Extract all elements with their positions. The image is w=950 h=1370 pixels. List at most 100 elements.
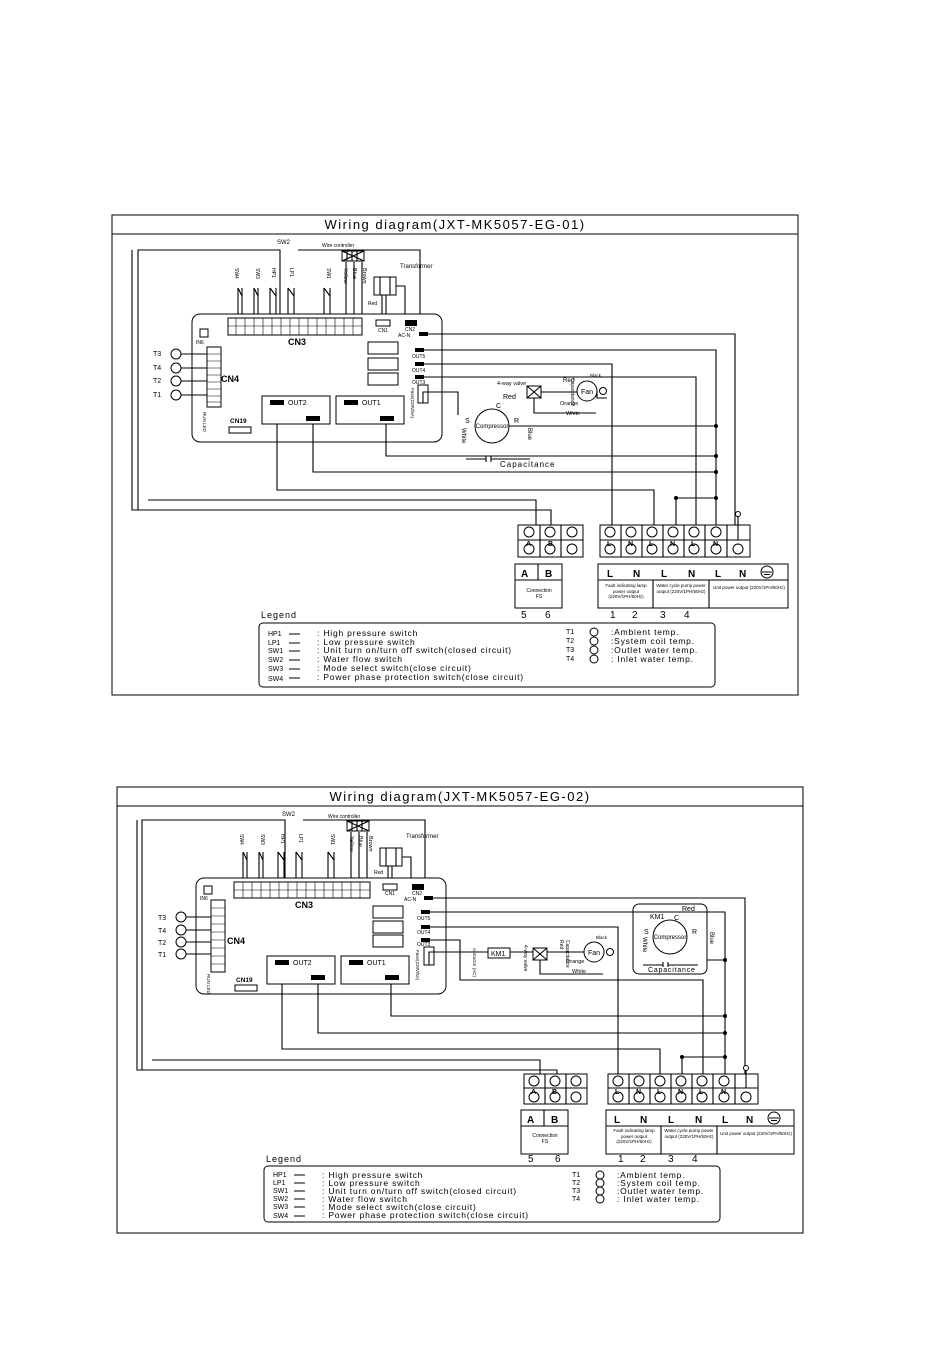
cn19-label: CN19 — [230, 418, 247, 425]
num-2: 2 — [632, 610, 638, 621]
legend-text-t3: :Outlet water temp. — [611, 645, 698, 655]
num-1-2: 1 — [618, 1154, 624, 1165]
fuse-label: Fuse(220V/5A) — [410, 388, 415, 419]
power-output-panel — [597, 563, 789, 609]
out5-label: OUT5 — [412, 354, 426, 360]
contactor-label: contactor (AC) — [472, 948, 477, 978]
sensor-t1-label: T1 — [153, 392, 161, 399]
diagram-01-title: Wiring diagram(JXT-MK5057-EG-01) — [324, 217, 585, 232]
legend-right-2: T1 :Ambient temp. T2 :System coil temp. … — [572, 1170, 704, 1204]
wiring-diagram-02: Wiring diagram(JXT-MK5057-EG-02) SW2 Wir… — [116, 786, 804, 1234]
legend-text-t2-2: :System coil temp. — [617, 1178, 701, 1188]
panel-b-label: B — [545, 569, 552, 580]
cn3-label-2: CN3 — [295, 900, 313, 910]
sensor-t3-label: T3 — [153, 351, 161, 358]
legend-code-sw2-2: SW2 — [273, 1196, 288, 1203]
unit-power-label-2: Unit power output (220V/1PH/50Hz) — [720, 1131, 792, 1136]
fan-orange-label: Orange — [560, 401, 578, 407]
compressor-s-label: S — [465, 418, 470, 425]
switch-group: SW4 SW3 HP1 LP1 SW1 — [233, 268, 331, 318]
legend-code-t3: T3 — [566, 647, 574, 654]
legend-text-sw1: : Unit turn on/turn off switch(closed ci… — [317, 645, 512, 655]
four-way-valve-label-2: 4-way valve — [522, 945, 528, 972]
power-term-1-2: L — [615, 1089, 620, 1096]
fan-orange-label-2: Orange — [566, 959, 584, 965]
cn4-label-2: CN4 — [227, 936, 245, 946]
num-6: 6 — [545, 610, 551, 621]
legend-text-t4: : Inlet water temp. — [611, 654, 694, 664]
legend-sensor-t4-icon-2 — [595, 1194, 605, 1204]
num-2-2: 2 — [640, 1154, 646, 1165]
legend-text-sw4: : Power phase protection switch(close ci… — [317, 672, 524, 682]
terminal-b-2: B — [552, 1089, 557, 1096]
legend-code-t4: T4 — [566, 656, 574, 663]
sensor-t2-label: T2 — [153, 378, 161, 385]
out2-label-2: OUT2 — [293, 960, 312, 967]
legend-text-sw2: : Water flow switch — [317, 654, 403, 664]
brown-wire-label: Brown — [361, 268, 367, 284]
out5-label-2: OUT5 — [417, 916, 431, 922]
unit-power-label: Unit power output (220V/1PH/50Hz) — [713, 585, 785, 590]
cn4-terminal-block-2 — [210, 899, 226, 973]
legend-title: Legend — [261, 610, 297, 620]
wire-controller-label-2: Wire controller — [328, 814, 361, 820]
power-term-6: N — [713, 541, 718, 548]
km1-label-box: KM1 — [650, 914, 665, 921]
panel-a-label-2: A — [527, 1115, 534, 1126]
legend-sensor-t1-icon-2 — [595, 1170, 605, 1180]
compressor-red-label-2: Red — [682, 906, 695, 913]
panel-n1-2: N — [640, 1115, 647, 1126]
valve-red-label: Red — [503, 394, 516, 401]
legend-text-hp1-2: : High pressure switch — [322, 1170, 423, 1180]
legend-code-sw2: SW2 — [268, 657, 283, 664]
cn2-label: CN2 — [405, 327, 415, 333]
fuse-label-2: Fuse(220V/5A) — [415, 950, 420, 981]
sensor-t4-label-2: T4 — [158, 928, 166, 935]
sensor-t1-icon-2 — [175, 948, 187, 960]
panel-l3: L — [715, 569, 721, 580]
legend-sensor-t2-icon — [589, 636, 599, 646]
legend-sensor-t3-icon — [589, 645, 599, 655]
sensor-t1-label-2: T1 — [158, 952, 166, 959]
fan-white-label-2: White — [572, 969, 586, 975]
svg-text:RUN LED: RUN LED — [202, 412, 207, 433]
svg-text:LP1: LP1 — [288, 268, 294, 277]
pump-label-2: Water cycle pump power output (220V/1PH/… — [664, 1128, 714, 1139]
terminal-b: B — [548, 541, 553, 548]
legend-code-t2-2: T2 — [572, 1180, 580, 1187]
four-way-valve-label: 4-way valve — [497, 381, 526, 387]
legend-code-lp1-2: LP1 — [273, 1180, 286, 1187]
panel-l1-2: L — [614, 1115, 620, 1126]
sensor-t3-icon — [170, 348, 182, 360]
svg-text:HP1: HP1 — [279, 834, 285, 844]
panel-n3: N — [739, 569, 746, 580]
legend-sensor-t1-icon — [589, 627, 599, 637]
panel-n2-2: N — [695, 1115, 702, 1126]
cn4-label: CN4 — [221, 374, 239, 384]
sensor-t4-icon — [170, 362, 182, 374]
compressor-s-label-2: S — [644, 929, 649, 936]
power-term-1: L — [607, 541, 612, 548]
compressor-label-2: Compressor — [654, 935, 687, 941]
legend-text-t4-2: : Inlet water temp. — [617, 1194, 700, 1204]
num-5: 5 — [521, 610, 527, 621]
svg-text:LP1: LP1 — [297, 834, 303, 843]
out3-label: OUT3 — [412, 380, 426, 386]
legend-text-t3-2: :Outlet water temp. — [617, 1186, 704, 1196]
legend-code-lp1: LP1 — [268, 640, 281, 647]
sensor-t4-icon-2 — [175, 924, 187, 936]
sw2-label-2: SW2 — [282, 812, 296, 818]
power-term-5-2: L — [699, 1089, 704, 1096]
panel-l3-2: L — [722, 1115, 728, 1126]
compressor-2 — [652, 919, 688, 955]
legend-code-hp1-2: HP1 — [273, 1172, 287, 1179]
cn19-label-2: CN19 — [236, 977, 253, 984]
legend-sensor-t3-icon-2 — [595, 1186, 605, 1196]
sensor-t1-icon — [170, 389, 182, 401]
fs-label-2: FS — [542, 1139, 549, 1145]
fan-red-label: Red — [563, 378, 574, 384]
legend-text-t1-2: :Ambient temp. — [617, 1170, 685, 1180]
svg-text:IN6: IN6 — [196, 340, 204, 346]
fan-black-label-2: Black — [596, 935, 608, 940]
